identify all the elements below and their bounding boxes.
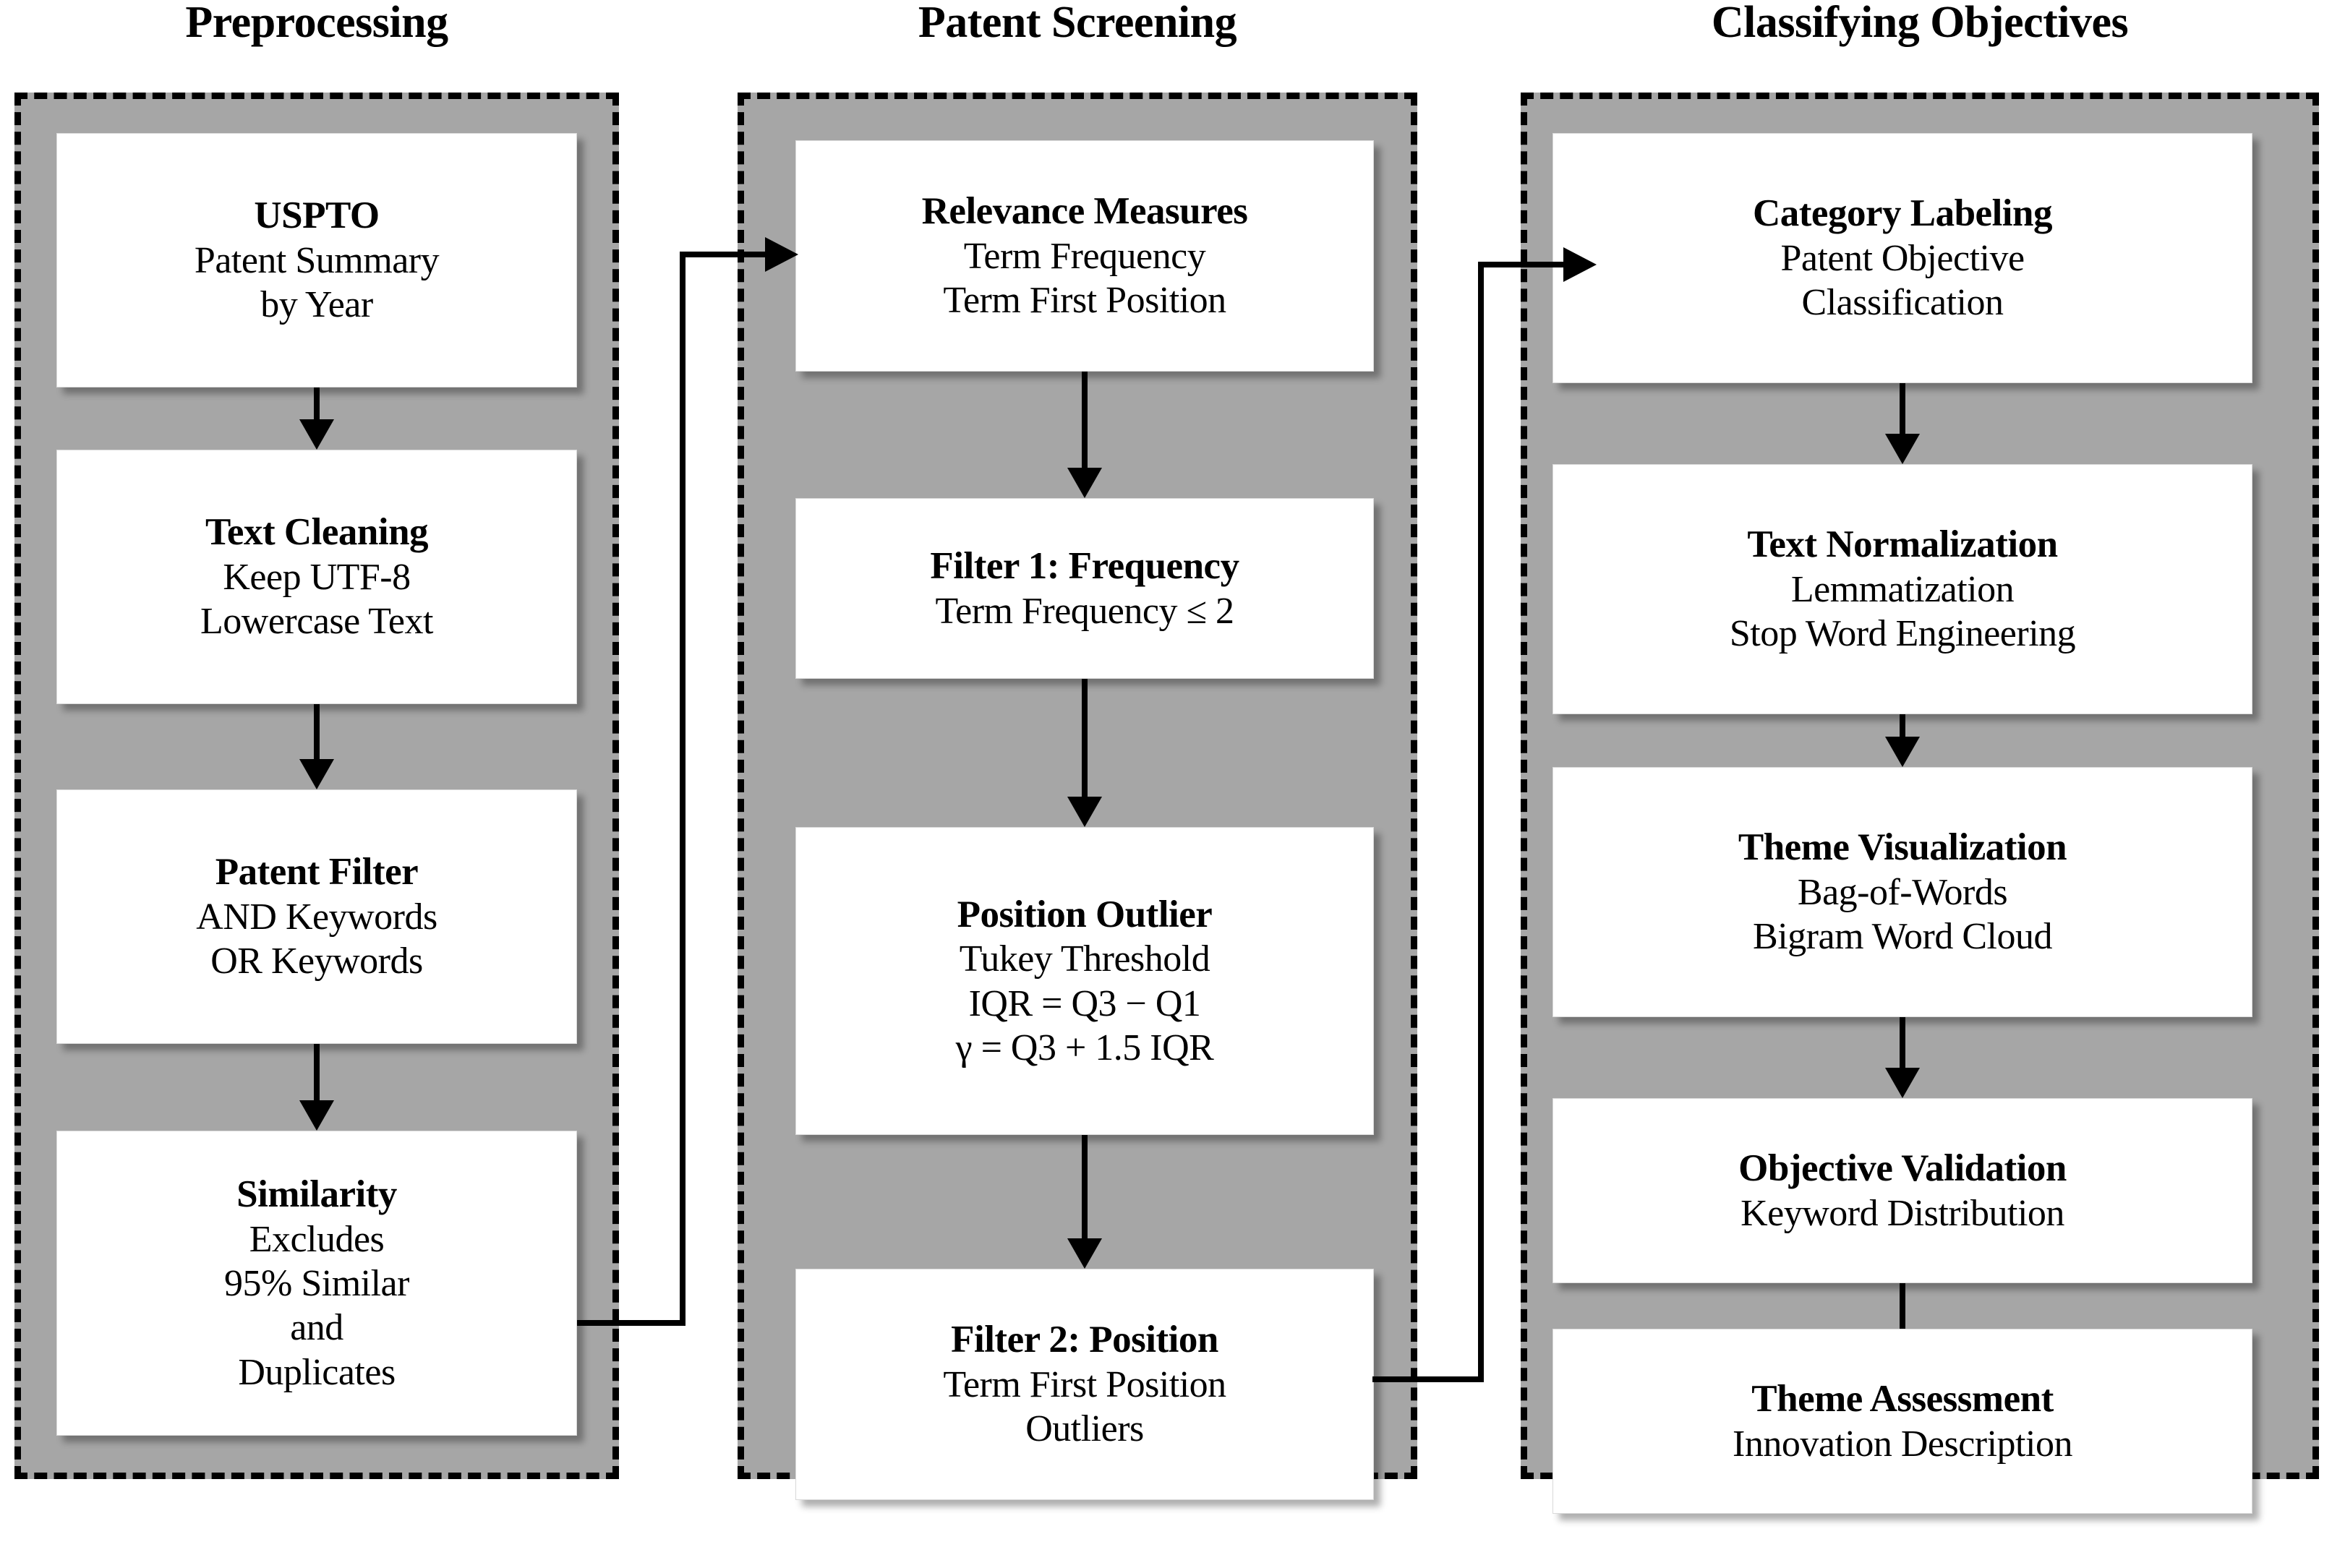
process-box-line: Bigram Word Cloud (1753, 916, 2052, 958)
process-box-text-cleaning[interactable]: Text Cleaning Keep UTF-8 Lowercase Text (56, 450, 577, 704)
process-box-line: Keep UTF-8 (223, 556, 411, 598)
stage-heading-preprocessing: Preprocessing (185, 0, 448, 47)
process-box-line: Lowercase Text (200, 601, 433, 643)
process-box-filter-1-frequency[interactable]: Filter 1: Frequency Term Frequency ≤ 2 (795, 498, 1374, 679)
process-box-line: Stop Word Engineering (1729, 613, 2076, 655)
process-box-filter-2-position[interactable]: Filter 2: Position Term First Position O… (795, 1269, 1374, 1500)
process-box-title: Text Cleaning (205, 511, 429, 554)
process-box-line: Bag-of-Words (1797, 871, 2008, 913)
process-box-relevance-measures[interactable]: Relevance Measures Term Frequency Term F… (795, 140, 1374, 372)
arrow-patent-filter-to-similarity (273, 1044, 360, 1131)
connector-segment-vertical (1478, 265, 1484, 1382)
process-box-title: USPTO (254, 194, 380, 237)
process-box-title: Similarity (236, 1173, 397, 1216)
process-box-position-outlier[interactable]: Position Outlier Tukey Threshold IQR = Q… (795, 827, 1374, 1135)
process-box-line: Classification (1801, 282, 2004, 324)
process-box-title: Position Outlier (957, 893, 1213, 935)
process-box-line: Term Frequency ≤ 2 (935, 590, 1235, 632)
process-box-line: IQR = Q3 − Q1 (968, 982, 1201, 1024)
process-box-line: Outliers (1025, 1408, 1144, 1450)
process-box-line: Term First Position (943, 1363, 1226, 1405)
process-box-uspto[interactable]: USPTO Patent Summary by Year (56, 133, 577, 387)
arrow-position-outlier-to-filter2 (1041, 1135, 1128, 1269)
process-box-line: Lemmatization (1790, 568, 2015, 610)
process-box-theme-visualization[interactable]: Theme Visualization Bag-of-Words Bigram … (1552, 767, 2252, 1017)
process-box-title: Text Normalization (1747, 523, 2058, 566)
arrow-head-icon (299, 1100, 334, 1131)
process-box-line: Patent Objective (1780, 237, 2025, 279)
arrow-head-icon (1067, 797, 1102, 827)
process-box-similarity[interactable]: Similarity Excludes 95% Similar and Dupl… (56, 1131, 577, 1436)
process-box-title: Relevance Measures (921, 190, 1248, 233)
process-box-objective-validation[interactable]: Objective Validation Keyword Distributio… (1552, 1098, 2252, 1283)
arrow-head-icon (1885, 434, 1920, 464)
process-box-title: Patent Filter (215, 851, 419, 894)
arrow-filter1-to-position-outlier (1041, 679, 1128, 827)
process-box-line: Keyword Distribution (1741, 1192, 2064, 1234)
process-box-category-labeling[interactable]: Category Labeling Patent Objective Class… (1552, 133, 2252, 383)
arrow-head-icon (1885, 1068, 1920, 1098)
process-box-line: Patent Summary (194, 239, 440, 281)
arrow-head-icon (1067, 1238, 1102, 1269)
arrow-head-icon (1885, 737, 1920, 767)
process-box-line: AND Keywords (196, 896, 437, 938)
arrow-head-icon (299, 759, 334, 789)
process-box-title: Objective Validation (1738, 1147, 2067, 1190)
process-box-line: OR Keywords (210, 941, 423, 982)
arrow-theme-visualization-to-objective-validation (1859, 1017, 1946, 1098)
process-box-line: Term First Position (943, 280, 1226, 322)
arrow-text-normalization-to-theme-visualization (1859, 714, 1946, 767)
process-box-line: Duplicates (238, 1351, 396, 1393)
arrow-head-icon (299, 419, 334, 450)
process-box-line: Term Frequency (963, 235, 1206, 277)
process-box-title: Filter 1: Frequency (930, 545, 1239, 588)
process-box-line: Tukey Threshold (959, 938, 1210, 980)
process-box-title: Theme Assessment (1751, 1378, 2054, 1421)
process-box-patent-filter[interactable]: Patent Filter AND Keywords OR Keywords (56, 789, 577, 1044)
process-box-title: Category Labeling (1753, 192, 2053, 235)
process-box-line: Excludes (249, 1218, 385, 1260)
arrow-category-labeling-to-text-normalization (1859, 383, 1946, 464)
stage-heading-classifying-objectives: Classifying Objectives (1711, 0, 2129, 47)
process-box-line: γ = Q3 + 1.5 IQR (955, 1027, 1214, 1068)
arrow-relevance-to-filter1 (1041, 372, 1128, 498)
process-box-line: by Year (260, 284, 373, 326)
process-box-theme-assessment[interactable]: Theme Assessment Innovation Description (1552, 1329, 2252, 1514)
process-box-title: Filter 2: Position (951, 1319, 1218, 1361)
connector-segment-vertical (680, 254, 685, 1326)
process-box-line: 95% Similar (224, 1262, 409, 1304)
process-box-title: Theme Visualization (1738, 826, 2067, 869)
arrow-text-cleaning-to-patent-filter (273, 704, 360, 789)
process-box-text-normalization[interactable]: Text Normalization Lemmatization Stop Wo… (1552, 464, 2252, 714)
process-box-line: Innovation Description (1733, 1423, 2072, 1465)
stage-heading-patent-screening: Patent Screening (918, 0, 1237, 47)
arrow-head-icon (1067, 468, 1102, 498)
process-box-line: and (290, 1307, 343, 1349)
arrow-uspto-to-text-cleaning (273, 387, 360, 450)
